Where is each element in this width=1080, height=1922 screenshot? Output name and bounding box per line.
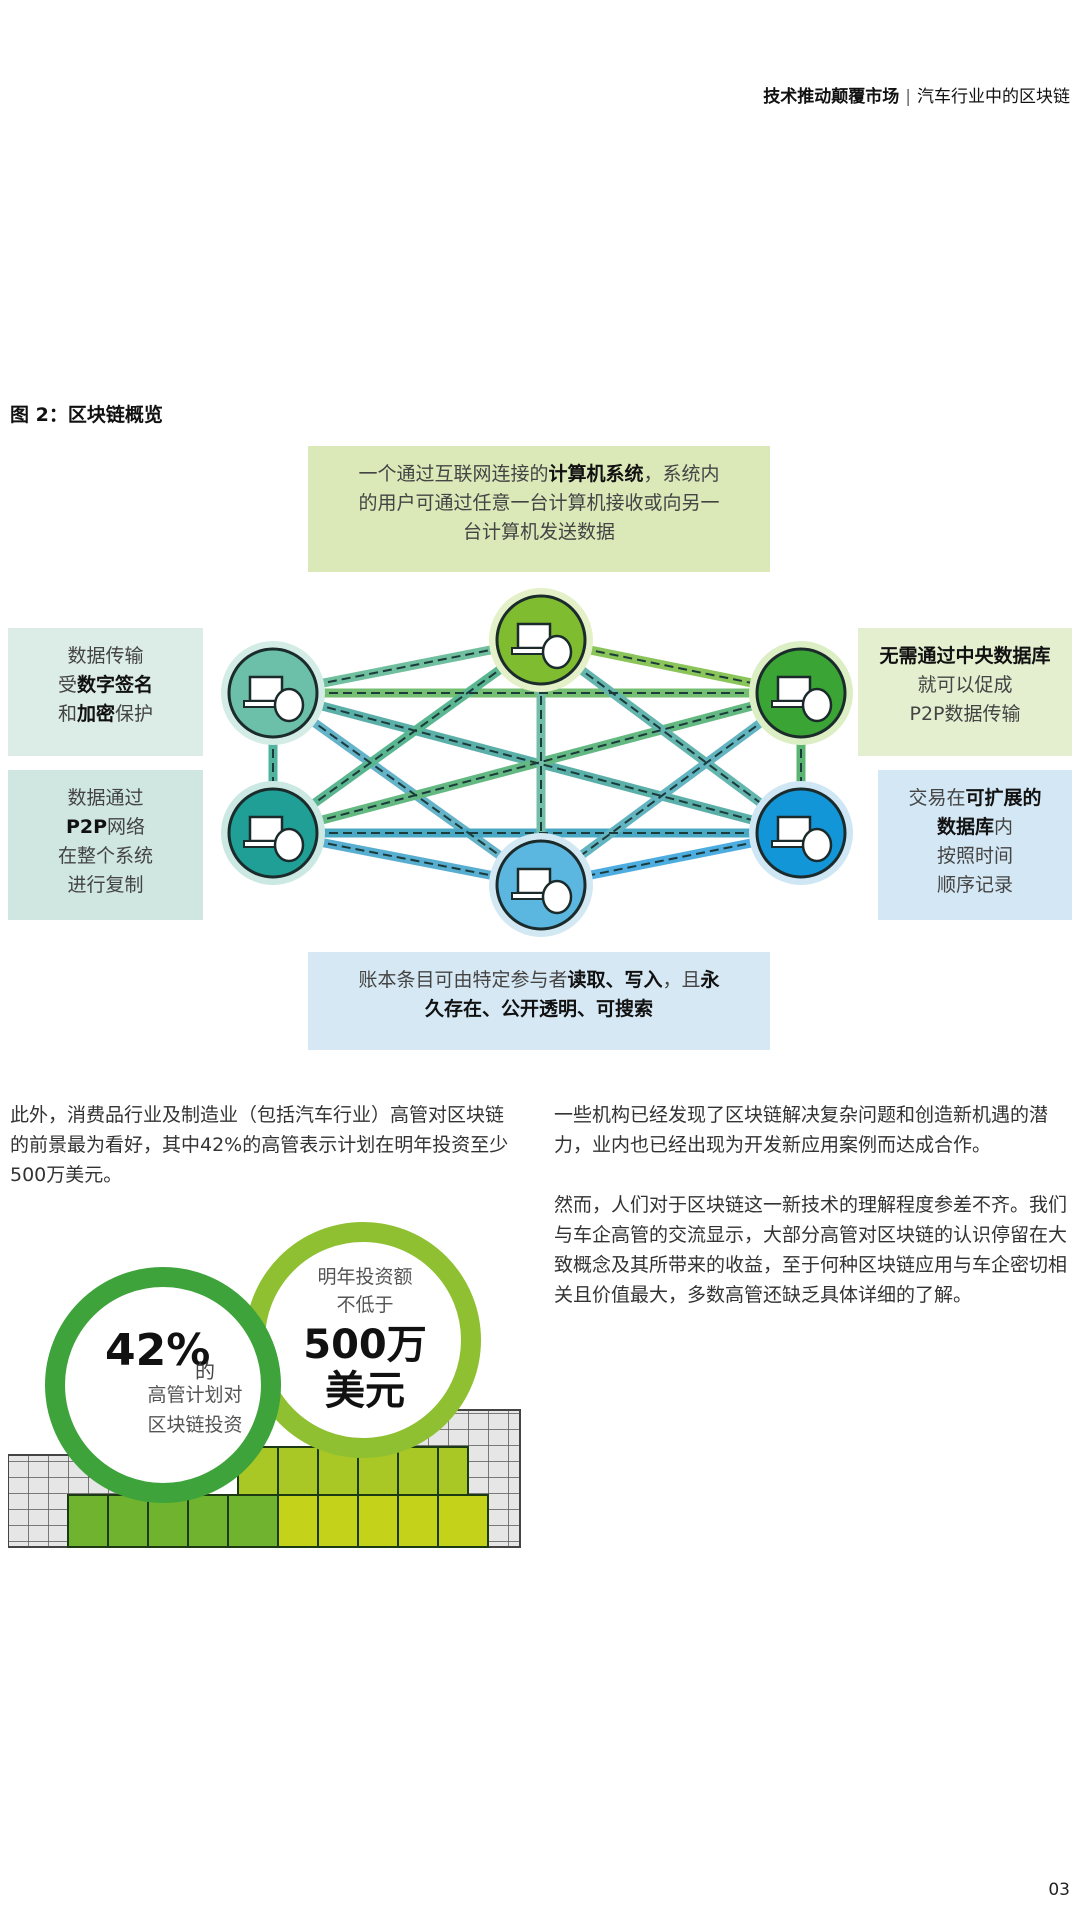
callout-text: P2P数据传输 <box>909 703 1021 725</box>
callout-ledger-entries: 账本条目可由特定参与者读取、写入，且永 久存在、公开透明、可搜索 <box>308 952 770 1050</box>
computer-node-icon <box>221 781 325 885</box>
stat-percentage-label: 区块链投资 <box>147 1414 243 1436</box>
callout-text: 内 <box>994 816 1014 838</box>
dashed-link <box>272 692 542 886</box>
callout-text: 交易在 <box>908 787 966 809</box>
callout-text: 和 <box>57 703 77 725</box>
computer-node-icon <box>749 781 853 885</box>
callout-text: 数据通过 <box>67 787 144 809</box>
body-paragraph: 然而，人们对于区块链这一新技术的理解程度参差不齐。我们与车企高管的交流显示，大部… <box>554 1194 1068 1306</box>
stat-investment-label: 明年投资额 <box>317 1266 413 1288</box>
stat-percentage-suffix: 的 <box>195 1359 215 1383</box>
stat-percentage-label: 高管计划对 <box>147 1384 243 1406</box>
callout-text: 的用户可通过任意一台计算机接收或向另一 <box>358 492 720 514</box>
callout-bold-text: 数据库 <box>936 816 994 838</box>
callout-scalable-database: 交易在可扩展的 数据库内 按照时间 顺序记录 <box>878 770 1072 920</box>
callout-text: 按照时间 <box>936 845 1013 867</box>
header-section: 技术推动颠覆市场 <box>763 87 900 107</box>
callout-text: 一个通过互联网连接的 <box>358 463 549 485</box>
callout-text: ，系统内 <box>643 463 720 485</box>
callout-text: ，且 <box>662 969 701 991</box>
stat-investment-label: 不低于 <box>336 1294 394 1316</box>
body-paragraph: 此外，消费品行业及制造业（包括汽车行业）高管对区块链的前景最为看好，其中42%的… <box>10 1104 509 1186</box>
callout-text: 就可以促成 <box>917 674 1013 696</box>
callout-text: 数据传输 <box>67 645 144 667</box>
dashed-link <box>272 692 802 834</box>
callout-bold-text: 、 <box>605 969 625 991</box>
callout-bold-text: 写入 <box>624 969 663 991</box>
callout-bold-text: 计算机系统 <box>548 463 644 485</box>
callout-text: 网络 <box>107 816 146 838</box>
callout-text: 在整个系统 <box>57 845 153 867</box>
green-coin-stack <box>277 1494 489 1548</box>
callout-bold-text: P2P <box>65 816 108 838</box>
dashed-link <box>540 692 802 886</box>
stat-percentage: 42% <box>105 1325 211 1376</box>
callout-bold-text: 读取 <box>567 969 606 991</box>
callout-text: 保护 <box>115 703 154 725</box>
computer-node-icon <box>221 641 325 745</box>
blockchain-network-diagram <box>221 588 853 937</box>
callout-bold-text: 永 <box>700 969 720 991</box>
stat-investment-value: 500万 <box>303 1322 427 1368</box>
figure-title: 图 2：区块链概览 <box>10 404 163 426</box>
callout-bold-text: 加密 <box>76 703 115 725</box>
computer-node-icon <box>489 833 593 937</box>
header-subsection: 汽车行业中的区块链 <box>917 87 1070 107</box>
computer-node-icon <box>489 588 593 692</box>
callout-bold-text: 无需通过中央数据库 <box>879 645 1051 667</box>
callout-no-central-database: 无需通过中央数据库 就可以促成 P2P数据传输 <box>858 628 1072 756</box>
header-separator: | <box>905 87 911 107</box>
percentage-ring <box>45 1267 281 1503</box>
running-header: 技术推动颠覆市场| 汽车行业中的区块链 <box>763 82 1070 107</box>
link-line <box>268 635 546 838</box>
callout-text: 台计算机发送数据 <box>462 521 615 543</box>
page-number: 03 <box>1048 1880 1070 1900</box>
callout-bold-text: 数字签名 <box>77 674 154 696</box>
callout-text: 顺序记录 <box>936 874 1013 896</box>
callout-text: 进行复制 <box>67 874 144 896</box>
stat-investment-unit: 美元 <box>325 1368 405 1414</box>
callout-text: 受 <box>57 674 77 696</box>
dashed-link <box>540 639 802 834</box>
callout-p2p-replication: 数据通过 P2P网络 在整个系统 进行复制 <box>8 770 203 920</box>
computer-node-icon <box>749 641 853 745</box>
callout-bold-text: 久存在、公开透明、可搜索 <box>424 998 653 1020</box>
callout-computer-system: 一个通过互联网连接的计算机系统，系统内 的用户可通过任意一台计算机接收或向另一 … <box>308 446 770 572</box>
callout-digital-signature: 数据传输 受数字签名 和加密保护 <box>8 628 203 756</box>
callout-bold-text: 可扩展的 <box>965 787 1042 809</box>
body-paragraph: 一些机构已经发现了区块链解决复杂问题和创造新机遇的潜力，业内也已经出现为开发新应… <box>554 1104 1049 1156</box>
coin-stack-illustration <box>8 1222 521 1548</box>
callout-text: 账本条目可由特定参与者 <box>358 969 568 991</box>
